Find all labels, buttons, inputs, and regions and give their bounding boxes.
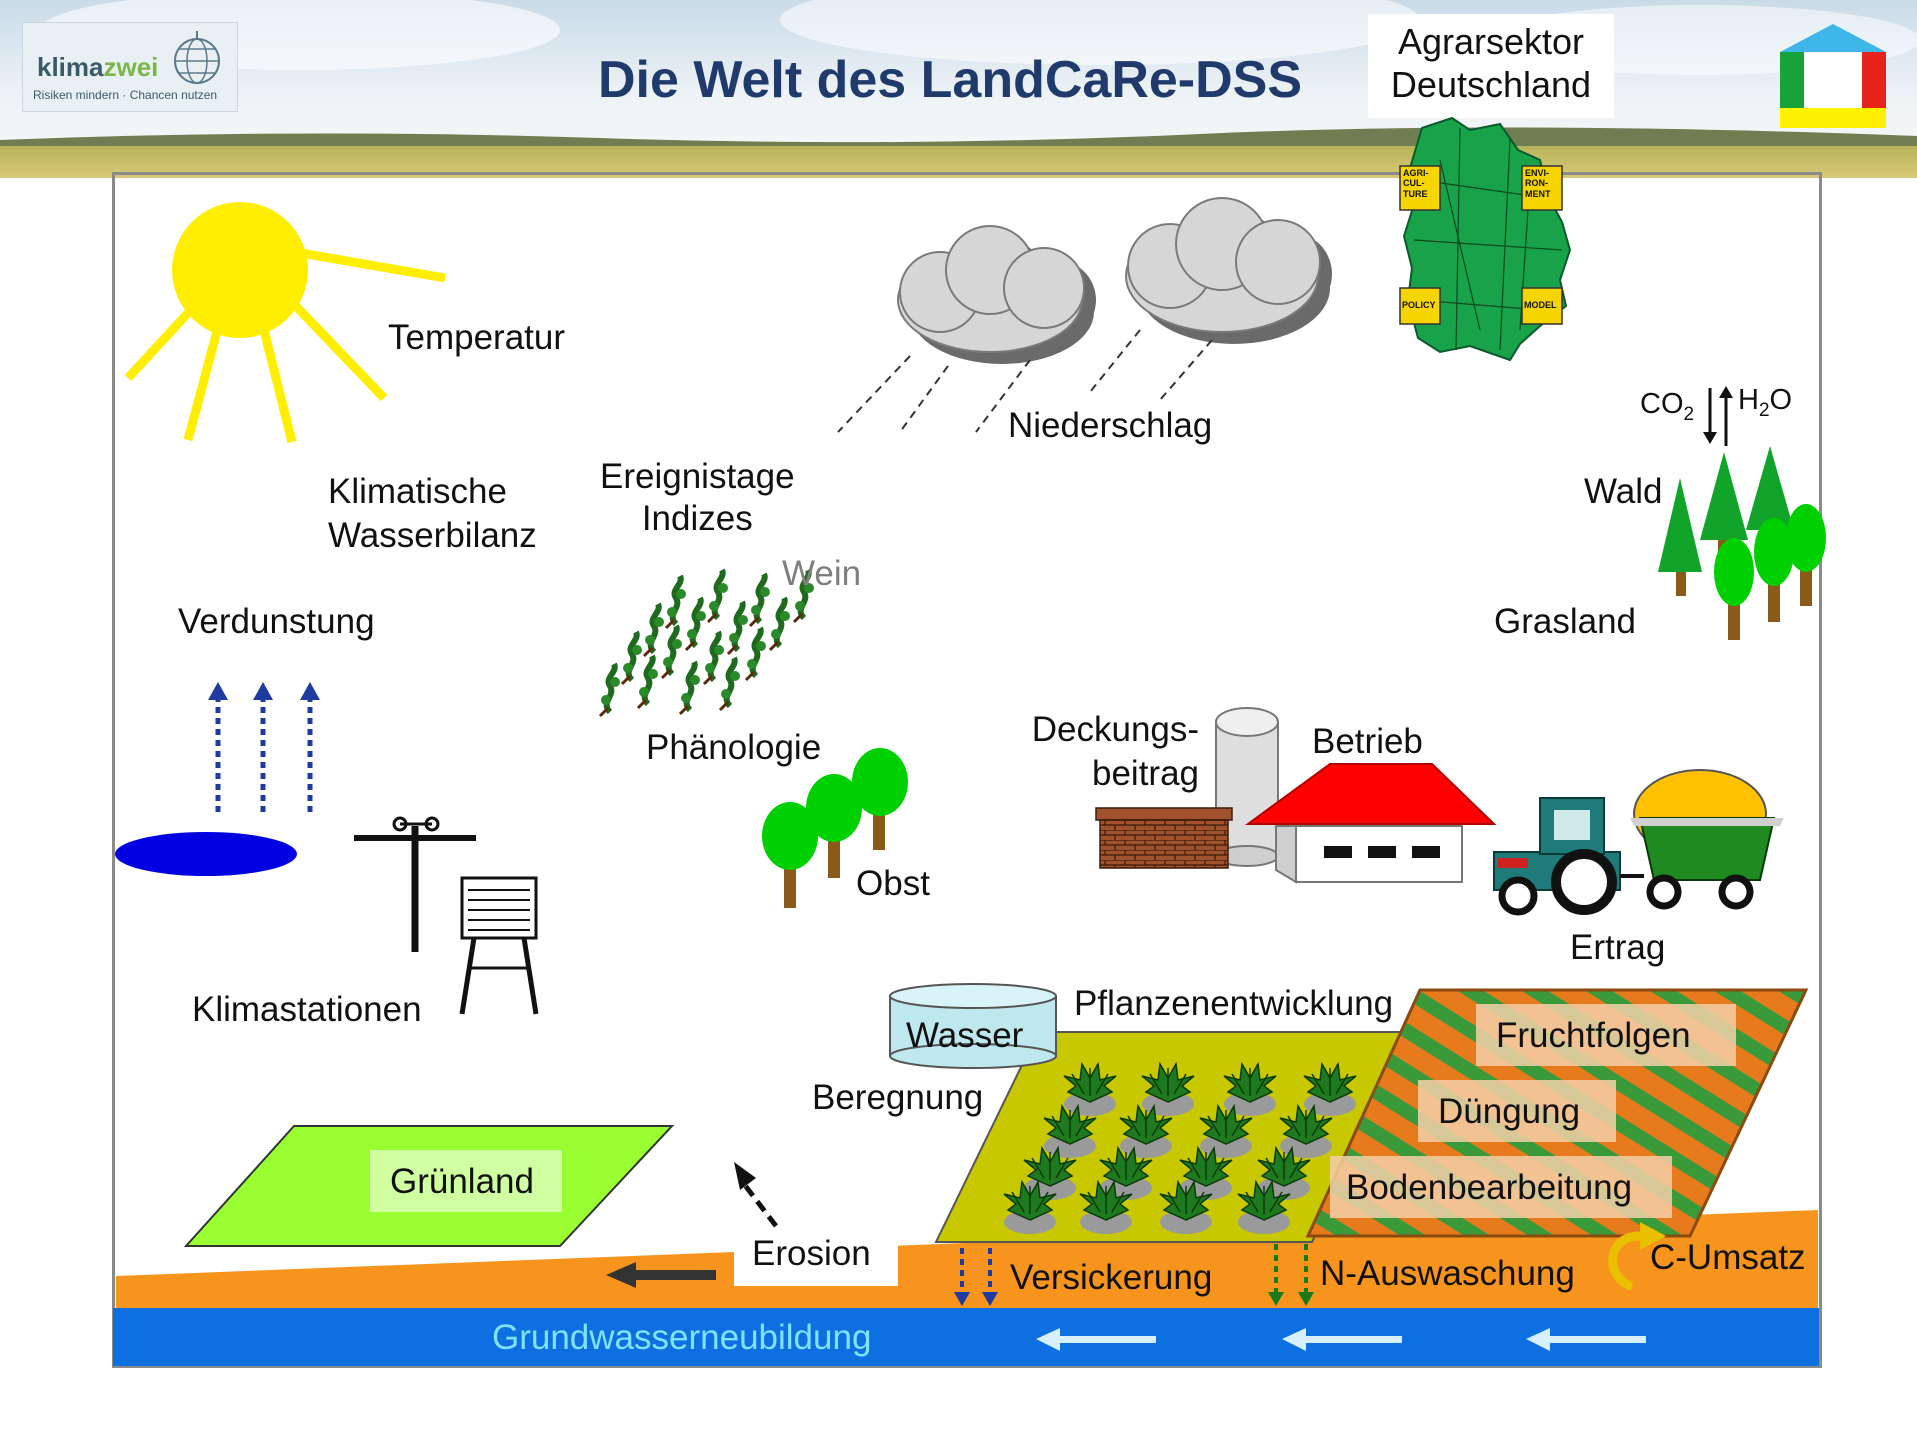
header-banner: klimazwei Risiken mindern · Chancen nutz…: [0, 0, 1917, 178]
badge-line: MENT: [1525, 188, 1551, 199]
nitrogen-leaching-arrows-icon: [1268, 1244, 1314, 1306]
gruenland-label-box: [370, 1150, 562, 1212]
evaporation-arrows-icon: [208, 682, 320, 812]
label-obst: Obst: [856, 864, 930, 903]
fruchtfolgen-box: [1476, 1004, 1736, 1066]
cloud-icon: [1125, 197, 1332, 344]
label-line: Indizes: [641, 499, 753, 538]
co2-subscript: 2: [1683, 403, 1695, 425]
tractor-icon: [1493, 797, 1644, 916]
label-grundwasserneubildung: Grundwasserneubildung: [492, 1318, 872, 1357]
runoff-arrow-icon: [606, 1262, 716, 1288]
label-ertrag: Ertrag: [1570, 928, 1666, 967]
globe-icon: [174, 31, 220, 84]
logo-name-prefix: klima: [37, 52, 104, 82]
label-betrieb: Betrieb: [1312, 722, 1423, 761]
rain-icon: [837, 329, 1213, 433]
label-klimatische-wasserbilanz: Klimatische Wasserbilanz: [328, 470, 537, 558]
seepage-arrows-icon: [954, 1248, 998, 1306]
agrarsektor-line2: Deutschland: [1390, 64, 1592, 106]
label-duengung: Düngung: [1438, 1092, 1581, 1131]
water-tank-icon: [889, 983, 1057, 1069]
label-pflanzenentwicklung: Pflanzenentwicklung: [1074, 984, 1394, 1023]
label-h2o: H2O: [1738, 384, 1792, 422]
label-deckungsbeitrag: Deckungs- beitrag: [1028, 708, 1199, 796]
germany-map-icon: [1399, 116, 1572, 362]
label-klimastationen: Klimastationen: [192, 990, 422, 1029]
badge-line: AGRI-: [1403, 168, 1429, 178]
label-temperatur: Temperatur: [388, 318, 566, 357]
h2o-o-text: O: [1769, 384, 1793, 416]
groundwater-flow-arrows-icon: [1036, 1328, 1646, 1351]
map-badge-agriculture: AGRI- CUL- TURE: [1403, 168, 1429, 199]
harvest-trailer-icon: [1630, 769, 1784, 910]
silo-icon: [1215, 707, 1279, 867]
bodenbearbeitung-box: [1330, 1156, 1672, 1218]
label-c-umsatz: C-Umsatz: [1650, 1238, 1806, 1277]
label-niederschlag: Niederschlag: [1008, 406, 1213, 445]
badge-line: TURE: [1403, 188, 1428, 199]
badge-line: RON-: [1525, 178, 1548, 189]
label-wein: Wein: [782, 554, 862, 593]
badge-line: CUL-: [1403, 178, 1425, 189]
label-fruchtfolgen: Fruchtfolgen: [1496, 1016, 1691, 1055]
label-versickerung: Versickerung: [1010, 1258, 1213, 1297]
agrarsektor-label: Agrarsektor Deutschland: [1368, 14, 1614, 118]
badge-line: ENVI-: [1525, 168, 1550, 178]
logo-tagline: Risiken mindern · Chancen nutzen: [33, 88, 218, 102]
label-wasser: Wasser: [906, 1016, 1024, 1055]
sun-icon: [124, 202, 446, 444]
label-line: beitrag: [1092, 753, 1200, 793]
climate-station-icon: [354, 816, 539, 1015]
feed-wall-icon: [1095, 807, 1233, 869]
label-erosion: Erosion: [752, 1234, 871, 1273]
forest-icon: [1658, 446, 1826, 640]
carbon-cycle-arrow-icon: [1608, 1222, 1666, 1291]
label-gruenland: Grünland: [390, 1162, 534, 1201]
farm-building-icon: [1244, 763, 1497, 884]
map-badge-policy: POLICY: [1402, 300, 1436, 310]
cloud-icon: [897, 225, 1096, 364]
label-bodenbearbeitung: Bodenbearbeitung: [1346, 1168, 1633, 1207]
label-verdunstung: Verdunstung: [178, 602, 375, 641]
label-line: Wasserbilanz: [328, 515, 537, 555]
gas-exchange-arrows-icon: [1703, 386, 1733, 446]
duengung-box: [1418, 1080, 1616, 1142]
fruit-tree-icon: [762, 748, 908, 908]
map-badge-model: MODEL: [1524, 300, 1557, 310]
klimazwei-logo: klimazwei Risiken mindern · Chancen nutz…: [22, 22, 238, 112]
water-pond-icon: [115, 832, 297, 876]
label-line: Klimatische: [328, 472, 507, 511]
page-title: Die Welt des LandCaRe-DSS: [597, 51, 1303, 109]
logo-name-suffix: zwei: [103, 52, 159, 82]
h2o-subscript: 2: [1758, 399, 1770, 421]
label-n-auswaschung: N-Auswaschung: [1320, 1254, 1575, 1293]
label-line: Deckungs-: [1031, 710, 1200, 749]
house-logo-icon: [1780, 24, 1886, 128]
erosion-arrow-icon: [734, 1162, 778, 1228]
label-co2: CO2: [1640, 388, 1694, 426]
erosion-label-box: [734, 1222, 898, 1286]
label-ereignistage-indizes: Ereignistage Indizes: [600, 456, 795, 540]
agrarsektor-line1: Agrarsektor: [1397, 21, 1585, 62]
label-phaenologie: Phänologie: [646, 728, 822, 767]
map-badge-environment: ENVI- RON- MENT: [1525, 168, 1551, 199]
diagram-frame: [112, 172, 1822, 1368]
h2o-h-text: H: [1738, 384, 1759, 416]
co2-text: CO: [1640, 388, 1684, 420]
label-wald: Wald: [1584, 472, 1663, 511]
label-line: Ereignistage: [600, 457, 795, 496]
label-beregnung: Beregnung: [812, 1078, 984, 1117]
label-grasland: Grasland: [1494, 602, 1637, 641]
